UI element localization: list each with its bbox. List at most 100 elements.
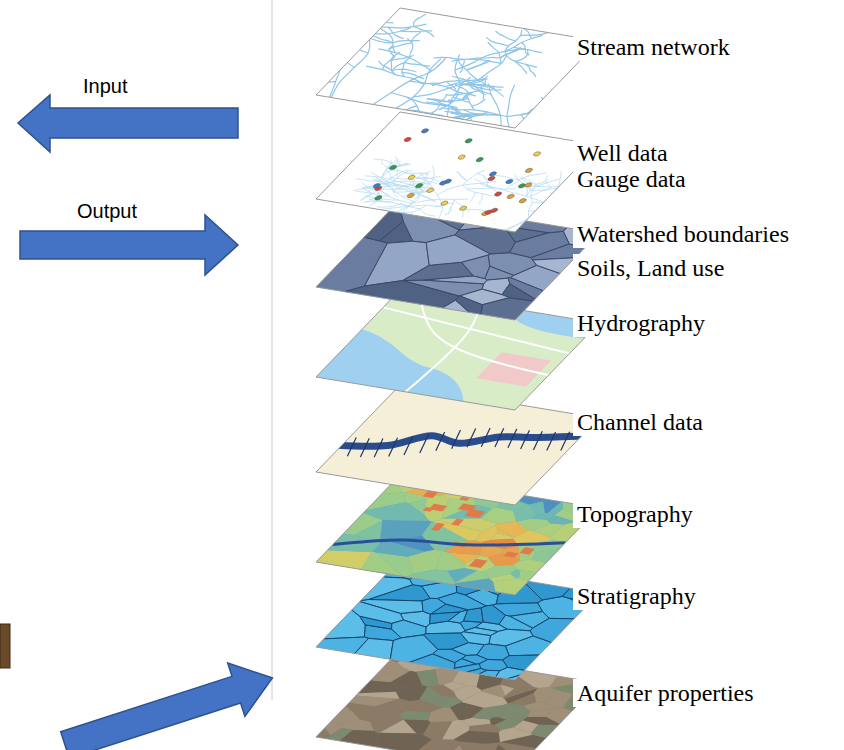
building-block — [504, 551, 519, 557]
map-cell — [412, 597, 449, 615]
stream-line — [462, 123, 482, 128]
stream-line — [384, 45, 403, 56]
stream-line — [387, 156, 407, 167]
well-dot — [505, 179, 515, 184]
stream-line — [510, 115, 538, 128]
map-cell — [454, 631, 496, 646]
stream-line — [426, 101, 446, 105]
stream-line — [391, 170, 415, 175]
well-dot — [372, 183, 382, 188]
stream-line — [507, 61, 536, 73]
stream-line — [316, 49, 326, 61]
cross-section-line — [473, 428, 498, 447]
stack-arrow-shape — [56, 651, 281, 750]
road-line — [370, 293, 600, 375]
stream-line — [547, 99, 568, 106]
cross-section-line — [444, 430, 469, 449]
stream-line — [584, 195, 599, 216]
map-layer — [221, 0, 632, 150]
stream-line — [316, 20, 317, 33]
building-block — [520, 547, 535, 554]
stream-line — [412, 103, 441, 122]
stream-line — [379, 170, 397, 178]
layer-label: Hydrography — [573, 309, 709, 337]
stream-line — [456, 123, 472, 128]
stream-line — [558, 209, 586, 219]
layer-content — [316, 560, 599, 680]
stream-line — [578, 193, 599, 201]
stream-line — [574, 196, 599, 203]
stream-line — [466, 207, 487, 212]
stream-line — [429, 99, 464, 110]
well-dot — [406, 193, 416, 198]
well-dot — [457, 155, 467, 160]
layer-label: Channel data — [573, 408, 707, 436]
road-line — [371, 307, 583, 353]
well-dot — [524, 168, 534, 173]
building-block — [423, 507, 434, 512]
layer-content — [316, 650, 599, 750]
map-cell — [460, 653, 490, 665]
stream-line — [316, 24, 385, 53]
stream-line — [462, 169, 485, 186]
cross-section-line — [500, 429, 525, 448]
layer-ground — [316, 290, 599, 410]
stream-line — [498, 174, 543, 196]
stream-line — [511, 178, 539, 191]
layer-outline — [316, 8, 599, 128]
stream-line — [507, 107, 564, 125]
stream-line — [377, 201, 400, 209]
layer-label: Well data — [573, 139, 672, 167]
layer-content — [316, 112, 599, 232]
stream-line — [376, 198, 443, 219]
output-arrow — [20, 215, 238, 275]
map-layers — [221, 0, 697, 750]
well-dot — [506, 194, 516, 199]
stream-line — [512, 42, 539, 55]
stream-line — [471, 88, 492, 99]
stream-line — [316, 40, 370, 68]
stream-line — [409, 184, 433, 190]
layer-ground — [316, 650, 599, 750]
stream-line — [387, 168, 408, 183]
well-dot — [464, 138, 474, 143]
stream-line — [479, 85, 545, 127]
stream-line — [316, 47, 332, 67]
stream-line — [462, 109, 483, 114]
map-cell — [525, 251, 580, 275]
stream-line — [316, 53, 325, 66]
stream-line — [465, 124, 486, 128]
layer-ground — [316, 560, 599, 680]
stream-line — [438, 94, 448, 103]
layer-content — [316, 290, 599, 410]
stream-line — [316, 71, 336, 104]
stream-line — [409, 32, 422, 43]
stream-line — [380, 56, 411, 75]
stream-line — [367, 38, 393, 44]
well-dot — [438, 180, 448, 185]
well-dot — [487, 176, 497, 181]
map-cell — [316, 236, 405, 295]
well-dot — [425, 188, 435, 193]
stream-line — [410, 13, 426, 26]
stream-line — [530, 184, 562, 195]
map-cell — [532, 512, 557, 522]
stream-line — [321, 13, 350, 26]
stream-line — [413, 72, 471, 103]
stream-line — [393, 37, 420, 46]
stream-line — [486, 86, 511, 96]
stream-line — [538, 175, 561, 187]
stream-line — [585, 195, 599, 203]
layer-label: Stratigraphy — [573, 582, 700, 610]
stream-line — [400, 72, 427, 79]
layer-label: Gauge data — [573, 165, 690, 193]
well-dot — [532, 151, 542, 156]
stream-line — [598, 209, 599, 216]
stream-line — [348, 8, 386, 25]
layer-ground — [316, 112, 599, 232]
well-dot — [493, 191, 503, 196]
map-cell — [366, 659, 408, 684]
stream-line — [392, 58, 421, 77]
stream-line — [350, 8, 382, 17]
